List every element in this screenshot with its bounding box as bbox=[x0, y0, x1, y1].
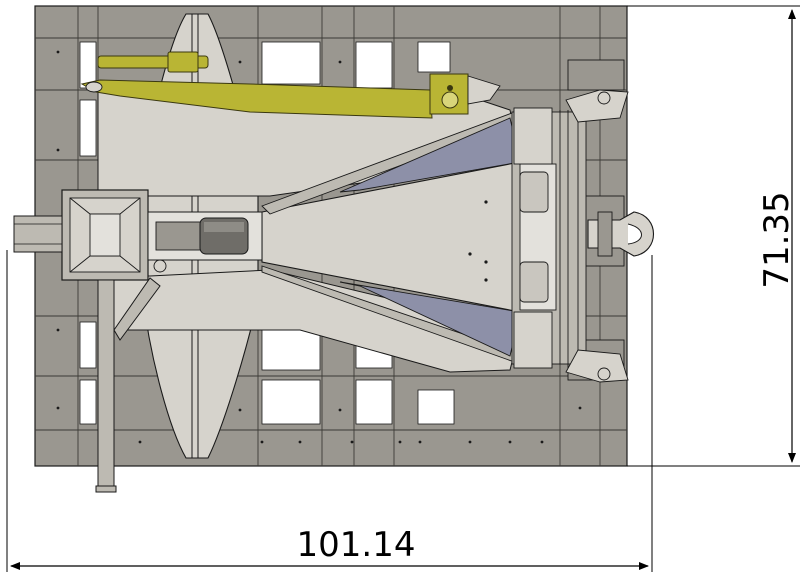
arm-pivot-icon bbox=[441, 91, 459, 109]
hydraulic-arm bbox=[80, 51, 501, 119]
height-dimension-label: 71.35 bbox=[757, 191, 797, 288]
roller-cage bbox=[511, 107, 587, 369]
funnel-assembly bbox=[261, 109, 529, 365]
tow-hook bbox=[587, 211, 655, 257]
gearbox bbox=[13, 189, 149, 281]
width-dimension: 101.14 bbox=[6, 250, 653, 572]
width-dimension-label: 101.14 bbox=[297, 525, 416, 565]
support-leg bbox=[95, 277, 161, 493]
motor-cylinder bbox=[147, 211, 263, 273]
wheel-brackets bbox=[565, 89, 629, 383]
height-dimension: 71.35 bbox=[627, 5, 800, 467]
